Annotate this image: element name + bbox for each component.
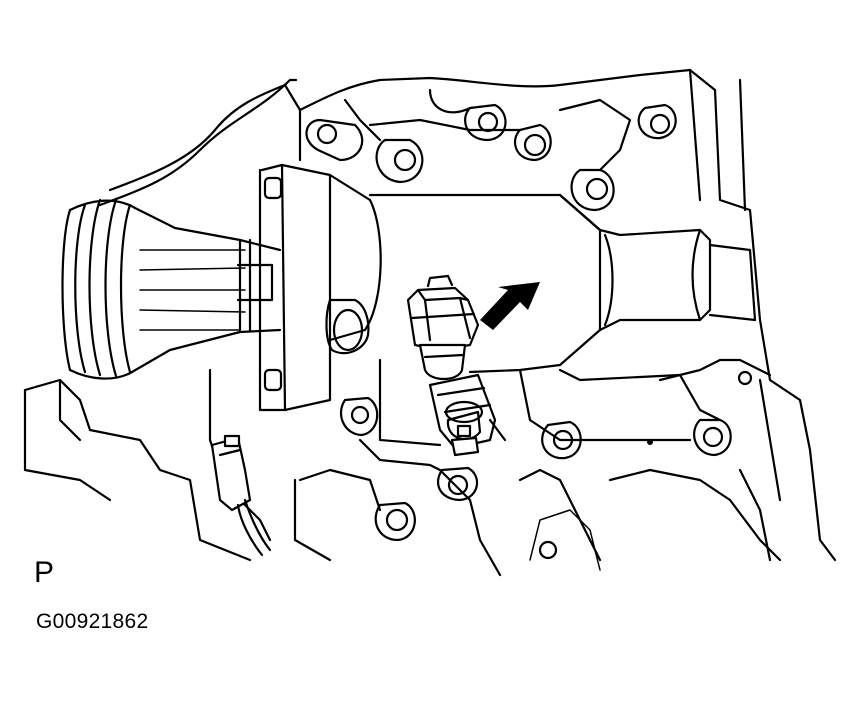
wire-harness-connector <box>210 434 272 557</box>
transaxle-housing <box>23 68 837 577</box>
view-letter-label: P <box>34 556 55 589</box>
lower-bolt-bosses <box>339 370 753 560</box>
drive-shaft-boot <box>61 198 282 380</box>
pointer-arrow <box>480 282 540 330</box>
lower-switch-sensor <box>428 373 507 457</box>
figure-code-label: G00921862 <box>36 610 149 633</box>
top-bolt-bosses <box>305 88 677 212</box>
side-flange <box>258 163 382 412</box>
transmission-case <box>368 193 757 447</box>
upper-switch-sensor <box>406 274 480 381</box>
